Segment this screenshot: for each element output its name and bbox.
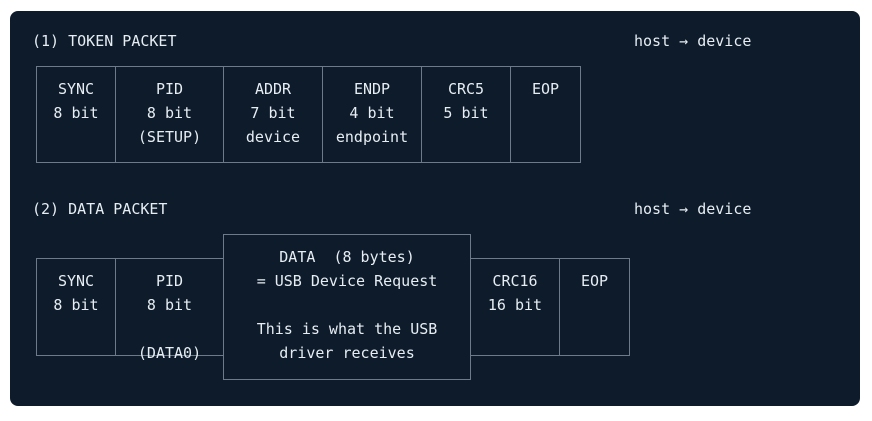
data-field-5: EOP xyxy=(559,258,630,356)
token-field-3-line-1: ADDR xyxy=(254,80,292,98)
token-field-6: EOP xyxy=(510,66,581,163)
token-field-1-line-2: 8 bit xyxy=(53,104,99,122)
token-field-5: CRC5 5 bit xyxy=(421,66,511,163)
token-field-4-line-1: ENDP xyxy=(353,80,391,98)
data-field-1-line-2: 8 bit xyxy=(53,296,99,314)
data-field-1: SYNC 8 bit xyxy=(36,258,116,356)
token-field-6-line-1: EOP xyxy=(531,80,560,98)
token-field-5-line-1: CRC5 xyxy=(447,80,485,98)
token-field-1-line-1: SYNC xyxy=(57,80,95,98)
token-packet-title: (1) TOKEN PACKET xyxy=(32,32,177,50)
token-field-2-line-3: (SETUP) xyxy=(137,128,202,146)
token-field-3-line-2: 7 bit xyxy=(250,104,296,122)
data-field-3-line-2: = USB Device Request xyxy=(256,272,438,290)
data-field-3-line-1: DATA (8 bytes) xyxy=(279,248,415,266)
token-field-2: PID 8 bit (SETUP) xyxy=(115,66,224,163)
token-field-2-line-2: 8 bit xyxy=(146,104,193,122)
token-field-3: ADDR 7 bit device xyxy=(223,66,323,163)
data-field-2-line-2: 8 bit xyxy=(146,296,193,314)
data-field-2-line-4: (DATA0) xyxy=(137,344,202,362)
data-field-4-line-1: CRC16 xyxy=(492,272,538,290)
data-field-1-line-1: SYNC xyxy=(57,272,95,290)
token-field-4: ENDP 4 bit endpoint xyxy=(322,66,422,163)
data-field-4: CRC16 16 bit xyxy=(470,258,560,356)
data-packet-title: (2) DATA PACKET xyxy=(32,200,168,218)
token-packet-direction: host → device xyxy=(634,32,752,50)
data-field-3-line-4: This is what the USB xyxy=(256,320,438,338)
token-field-4-line-2: 4 bit xyxy=(349,104,395,122)
token-field-1: SYNC 8 bit xyxy=(36,66,116,163)
data-field-5-line-1: EOP xyxy=(580,272,609,290)
data-field-4-line-2: 16 bit xyxy=(487,296,543,314)
diagram-panel: (1) TOKEN PACKET host → device SYNC 8 bit… xyxy=(10,11,860,406)
token-field-5-line-2: 5 bit xyxy=(443,104,489,122)
data-field-3-line-5: driver receives xyxy=(279,344,415,362)
token-field-4-line-3: endpoint xyxy=(335,128,409,146)
data-field-2: PID 8 bit (DATA0) xyxy=(115,258,224,362)
data-field-2-line-1: PID xyxy=(155,272,184,290)
token-field-2-line-1: PID xyxy=(155,80,184,98)
data-packet-direction: host → device xyxy=(634,200,752,218)
token-field-3-line-3: device xyxy=(245,128,301,146)
